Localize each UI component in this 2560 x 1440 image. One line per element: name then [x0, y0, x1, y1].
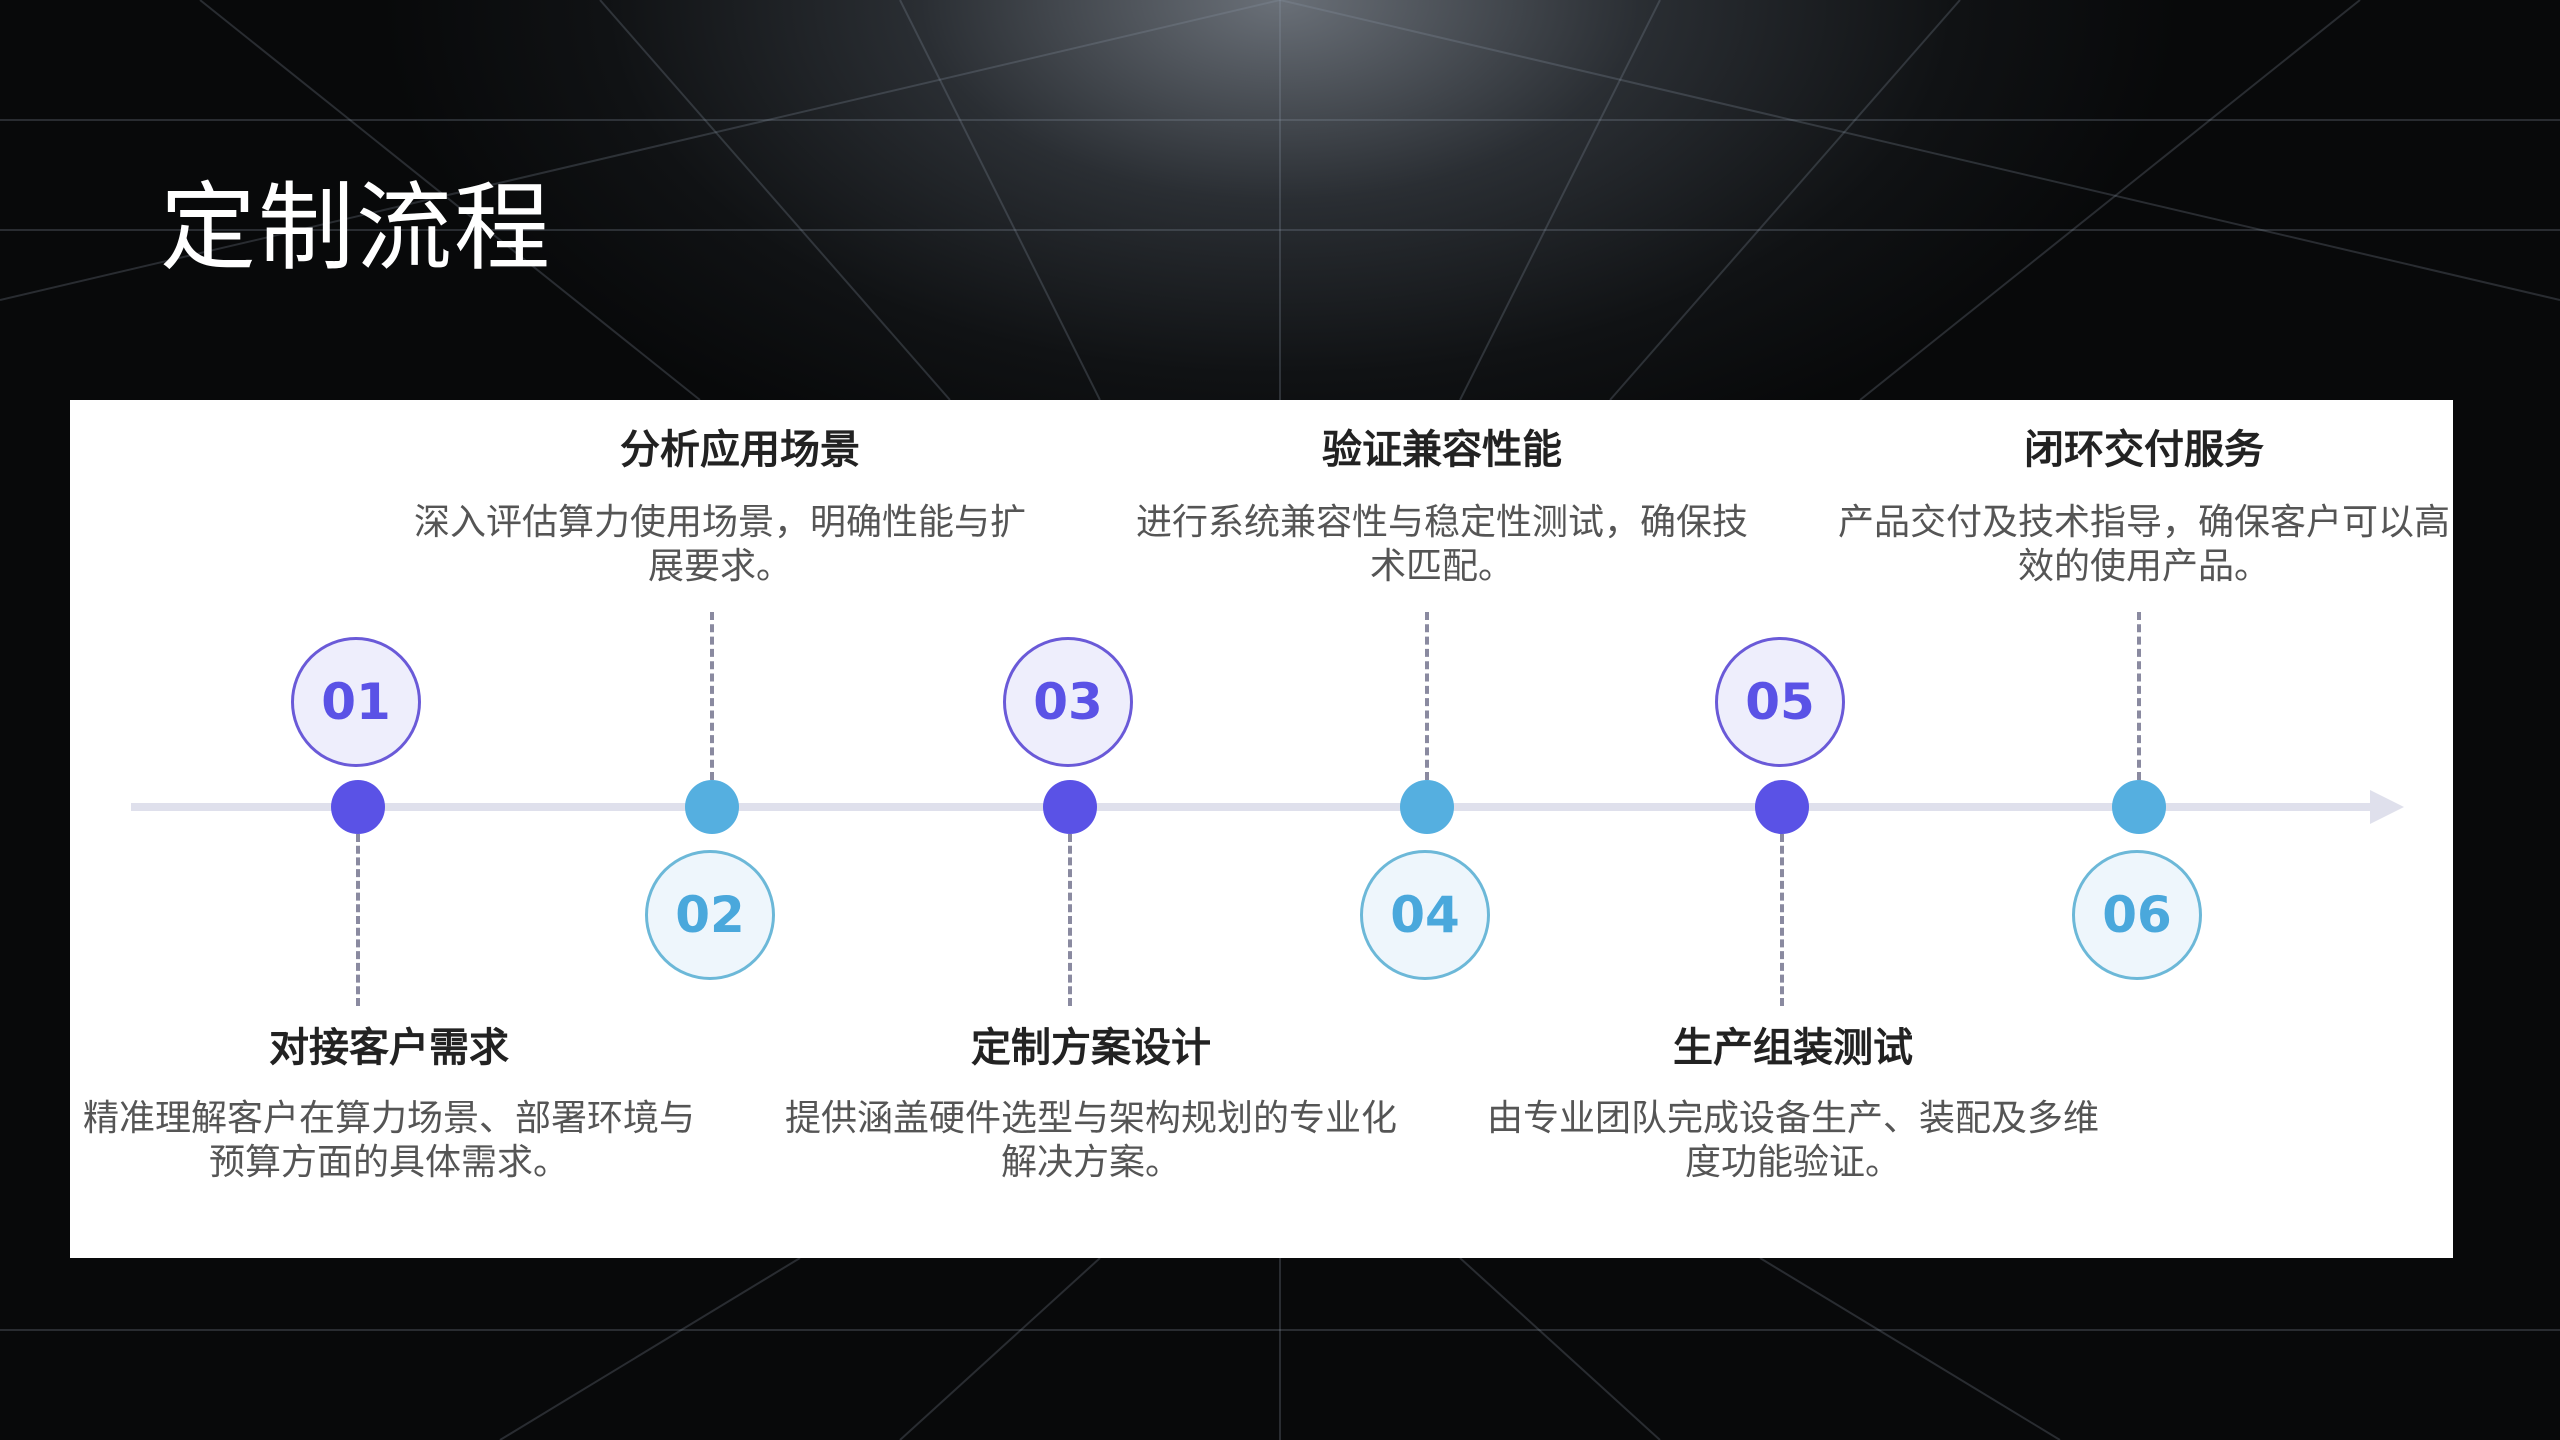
step-heading: 定制方案设计	[971, 1025, 1211, 1071]
timeline-dot	[331, 780, 385, 834]
connector-line	[1068, 834, 1072, 1006]
connector-line	[356, 834, 360, 1006]
step-number-badge: 02	[645, 850, 775, 980]
page-title: 定制流程	[160, 172, 552, 284]
step-number-badge: 03	[1003, 637, 1133, 767]
step-number-badge: 05	[1715, 637, 1845, 767]
connector-line	[1780, 834, 1784, 1006]
timeline-dot	[1043, 780, 1097, 834]
timeline-arrow-icon	[2370, 790, 2404, 824]
connector-line	[2137, 612, 2141, 780]
process-panel	[70, 400, 2453, 1258]
timeline-dot	[685, 780, 739, 834]
timeline-dot	[1400, 780, 1454, 834]
step-heading: 生产组装测试	[1673, 1025, 1913, 1071]
step-heading: 验证兼容性能	[1322, 427, 1562, 473]
step-description: 精准理解客户在算力场景、部署环境与预算方面的具体需求。	[82, 1098, 695, 1183]
connector-line	[710, 612, 714, 780]
step-number-badge: 04	[1360, 850, 1490, 980]
timeline-dot	[1755, 780, 1809, 834]
step-description: 进行系统兼容性与稳定性测试，确保技术匹配。	[1135, 502, 1748, 587]
step-description: 由专业团队完成设备生产、装配及多维度功能验证。	[1486, 1098, 2099, 1183]
step-heading: 闭环交付服务	[2024, 427, 2264, 473]
step-heading: 分析应用场景	[620, 427, 860, 473]
timeline-axis	[131, 803, 2386, 811]
step-number-badge: 01	[291, 637, 421, 767]
timeline-dot	[2112, 780, 2166, 834]
step-description: 提供涵盖硬件选型与架构规划的专业化解决方案。	[784, 1098, 1397, 1183]
step-number-badge: 06	[2072, 850, 2202, 980]
connector-line	[1425, 612, 1429, 780]
step-description: 产品交付及技术指导，确保客户可以高效的使用产品。	[1837, 502, 2450, 587]
step-description: 深入评估算力使用场景，明确性能与扩展要求。	[413, 502, 1026, 587]
step-heading: 对接客户需求	[269, 1025, 509, 1071]
